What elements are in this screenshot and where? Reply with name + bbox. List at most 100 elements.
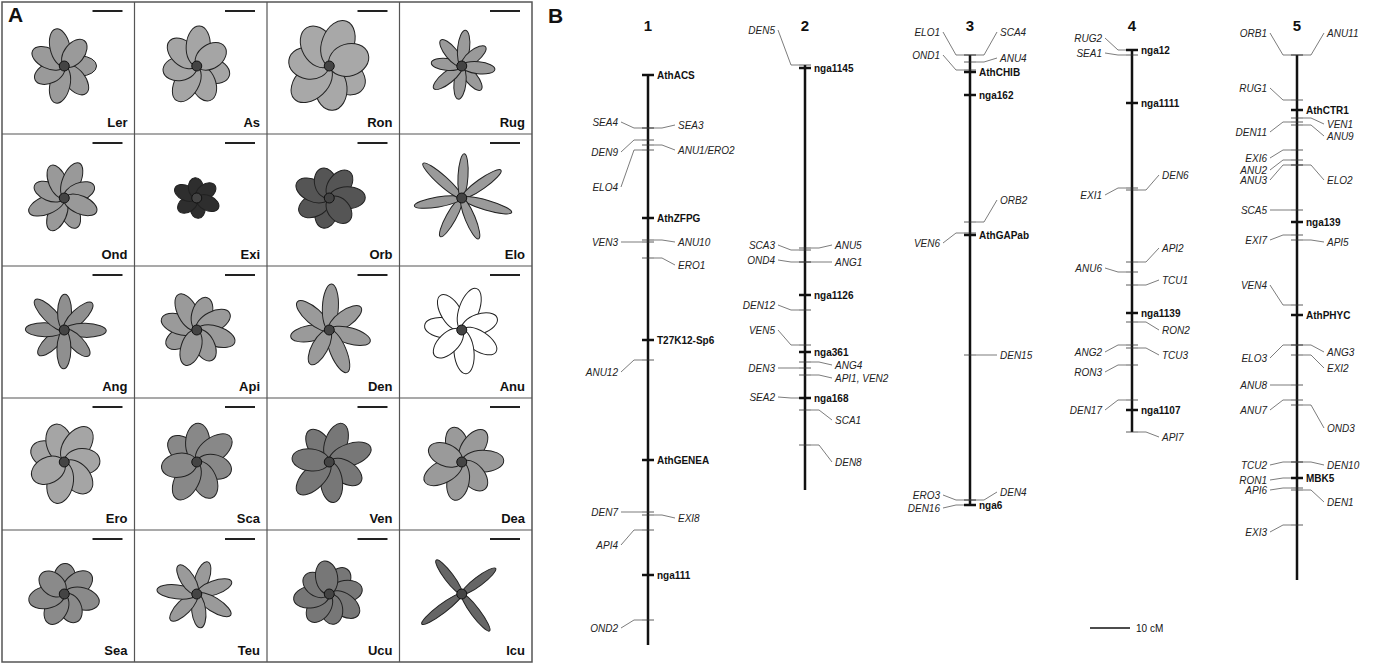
marker-tick — [642, 217, 654, 220]
rosette — [419, 424, 504, 502]
leader-line — [943, 233, 964, 243]
scale-bar — [358, 538, 388, 540]
locus-tick — [1291, 55, 1303, 56]
gene-name: ANU5 — [835, 240, 862, 251]
gene-name: SEA2 — [749, 392, 775, 403]
gene-name: API4 — [596, 540, 618, 551]
rosette-center — [324, 193, 334, 203]
rosette-center — [324, 325, 334, 335]
leader-line — [1303, 345, 1324, 352]
gene-name: DEN1 — [1327, 497, 1354, 508]
scale-bar — [225, 406, 255, 408]
locus-tick — [1126, 272, 1138, 273]
gene-name: ANU10 — [678, 237, 710, 248]
rosette-center — [457, 61, 467, 71]
rosette — [292, 165, 365, 230]
gene-name: DEN15 — [1000, 350, 1032, 361]
locus-tick — [799, 362, 811, 363]
locus-tick — [1291, 165, 1303, 166]
gene-name: DEN5 — [748, 25, 775, 36]
locus-tick — [799, 398, 811, 399]
leader-line — [621, 620, 642, 628]
chromosome-number: 5 — [1293, 18, 1301, 35]
gene-name: VEN6 — [914, 238, 940, 249]
locus-tick — [799, 65, 811, 66]
accession-name: Exi — [238, 248, 262, 262]
rosette-center — [324, 61, 334, 71]
marker-name: nga6 — [979, 500, 1002, 511]
marker-name: nga1126 — [814, 290, 853, 301]
locus-tick — [1291, 150, 1303, 151]
locus-tick — [964, 55, 976, 56]
leader-line — [1270, 462, 1291, 465]
rosette-center — [457, 325, 467, 335]
gene-name: ANU7 — [1240, 405, 1267, 416]
locus-tick — [1126, 322, 1138, 323]
chromosome — [1296, 55, 1299, 580]
leaf — [321, 191, 357, 229]
grid-line — [2, 265, 532, 266]
rosette — [161, 25, 232, 106]
leader-line — [1105, 400, 1126, 410]
leader-line — [1270, 525, 1291, 532]
rosette-center — [324, 457, 334, 467]
marker-tick — [1291, 314, 1303, 317]
locus-tick — [1291, 405, 1303, 406]
gene-name: DEN11 — [1236, 127, 1268, 138]
marker-tick — [1126, 312, 1138, 315]
locus-tick — [642, 150, 654, 151]
chromosome-number: 3 — [966, 18, 974, 35]
gene-name: VEN1 — [1327, 119, 1353, 130]
rosette-center — [59, 325, 69, 335]
leaf — [56, 35, 92, 73]
gene-name: VEN3 — [592, 237, 618, 248]
locus-tick — [642, 515, 654, 516]
locus-tick — [1291, 345, 1303, 346]
gene-name: EXI6 — [1245, 153, 1267, 164]
marker-tick — [642, 74, 654, 77]
locus-tick — [799, 345, 811, 346]
leader-line — [1303, 165, 1324, 180]
accession-name: Ler — [105, 116, 129, 130]
leaf — [27, 450, 71, 490]
locus-tick — [1291, 525, 1303, 526]
marker-tick — [1126, 102, 1138, 105]
gene-name: DEN7 — [591, 507, 618, 518]
locus-tick — [964, 222, 976, 223]
gene-name: ELO2 — [1327, 175, 1353, 186]
marker-tick — [799, 67, 811, 70]
marker-name: AthGENEA — [657, 455, 709, 466]
locus-tick — [1291, 210, 1303, 211]
scale-bar — [225, 274, 255, 276]
rosette-center — [192, 325, 202, 335]
chromosome-number: 1 — [644, 18, 652, 35]
leader-line — [778, 30, 799, 65]
leaf — [428, 323, 469, 363]
grid-line — [399, 2, 400, 662]
leader-line — [1105, 188, 1126, 195]
gene-name: OND2 — [590, 623, 618, 634]
leader-line — [621, 122, 642, 128]
gene-name: EXI7 — [1245, 235, 1267, 246]
gene-name: API6 — [1245, 485, 1267, 496]
locus-tick — [1291, 400, 1303, 401]
leader-line — [943, 55, 964, 70]
scale-bar — [93, 406, 123, 408]
locus-tick — [799, 262, 811, 263]
leader-line — [1270, 235, 1291, 240]
rosette-center — [457, 457, 467, 467]
leader-line — [811, 410, 832, 420]
marker-tick — [964, 71, 976, 74]
panel-letter: A — [8, 3, 23, 26]
accession-name: Ond — [100, 248, 130, 262]
accession-name: Ven — [367, 512, 394, 526]
locus-tick — [1291, 478, 1303, 479]
locus-tick — [642, 240, 654, 241]
marker-name: nga139 — [1306, 217, 1340, 228]
accession-name: Ucu — [366, 644, 395, 658]
leader-line — [1105, 365, 1126, 372]
marker-tick — [642, 574, 654, 577]
gene-name: RON2 — [1162, 325, 1190, 336]
rosette — [289, 284, 372, 376]
gene-name: ERO3 — [913, 490, 940, 501]
